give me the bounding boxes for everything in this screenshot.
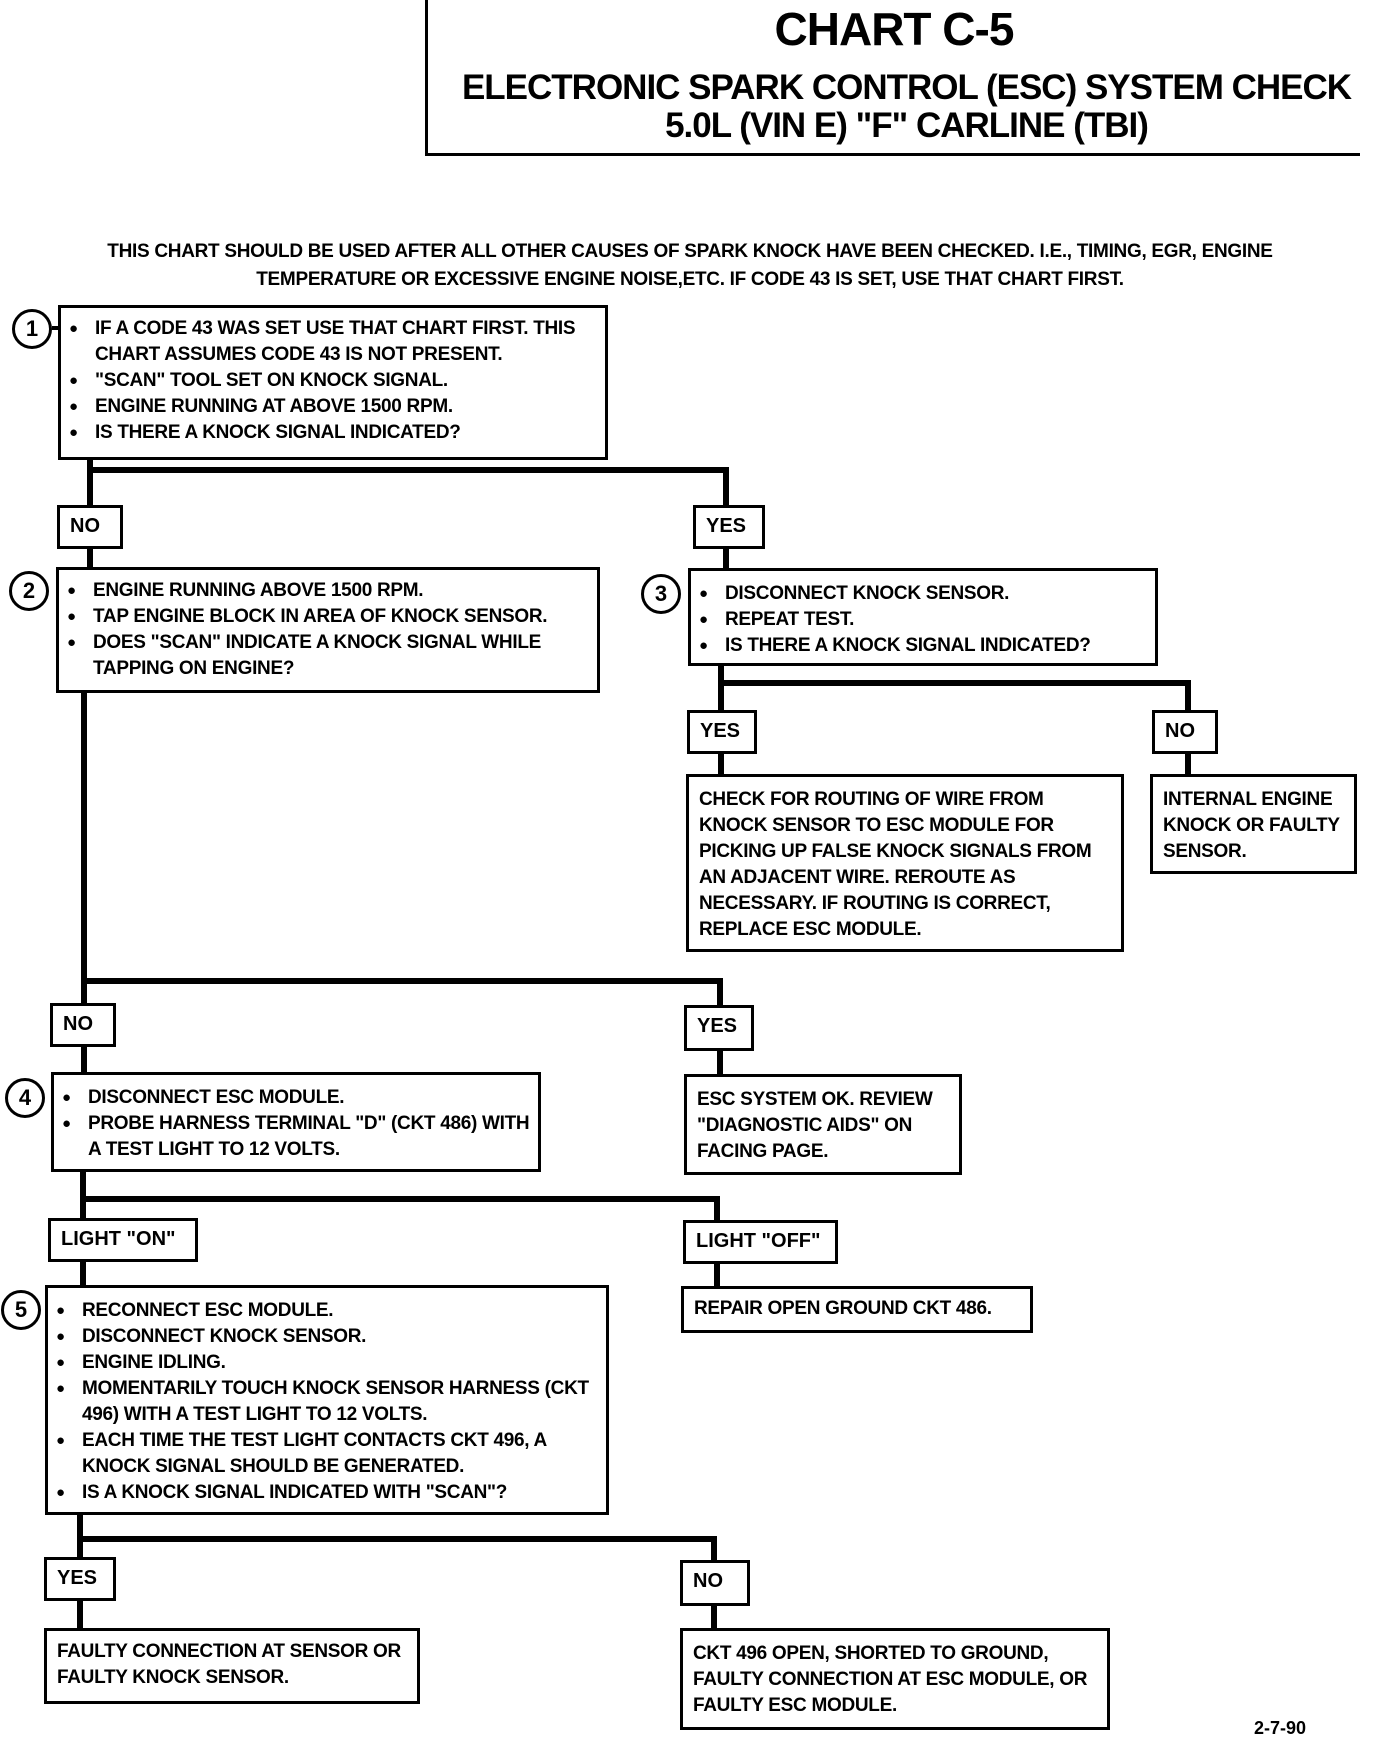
connector <box>717 978 723 1005</box>
step-5-item: ENGINE IDLING. <box>48 1350 606 1376</box>
step-5-item: IS A KNOCK SIGNAL INDICATED WITH "SCAN"? <box>48 1480 606 1506</box>
result-check-routing: CHECK FOR ROUTING OF WIRE FROM KNOCK SEN… <box>686 774 1124 952</box>
step-3-item: DISCONNECT KNOCK SENSOR. <box>691 581 1155 607</box>
step-4-box: DISCONNECT ESC MODULE. PROBE HARNESS TER… <box>51 1072 541 1172</box>
connector <box>711 1603 717 1629</box>
result-faulty-connection-sensor: FAULTY CONNECTION AT SENSOR OR FAULTY KN… <box>44 1628 420 1704</box>
step-2-item: ENGINE RUNNING ABOVE 1500 RPM. <box>59 578 597 604</box>
result-ckt496-open: CKT 496 OPEN, SHORTED TO GROUND, FAULTY … <box>680 1628 1110 1730</box>
branch-label-no: NO <box>50 1003 116 1047</box>
connector <box>80 1170 86 1218</box>
branch-label-no: NO <box>57 505 123 549</box>
connector <box>81 691 87 1003</box>
branch-label-yes: YES <box>687 710 757 754</box>
branch-label-yes: YES <box>684 1005 754 1051</box>
connector <box>711 1536 717 1560</box>
step-number-1: 1 <box>12 309 52 349</box>
connector <box>87 460 93 505</box>
chart-subtitle: ELECTRONIC SPARK CONTROL (ESC) SYSTEM CH… <box>461 68 1352 107</box>
step-3-box: DISCONNECT KNOCK SENSOR. REPEAT TEST. IS… <box>688 568 1158 666</box>
connector <box>81 978 723 984</box>
step-5-item: DISCONNECT KNOCK SENSOR. <box>48 1324 606 1350</box>
connector <box>87 547 93 569</box>
connector <box>77 1536 717 1542</box>
step-3-item: IS THERE A KNOCK SIGNAL INDICATED? <box>691 633 1155 659</box>
branch-label-light-off: LIGHT "OFF" <box>683 1220 838 1264</box>
result-esc-system-ok: ESC SYSTEM OK. REVIEW "DIAGNOSTIC AIDS" … <box>684 1074 962 1175</box>
branch-label-yes: YES <box>693 505 765 549</box>
step-1-item: IS THERE A KNOCK SIGNAL INDICATED? <box>61 420 605 446</box>
connector <box>87 467 729 473</box>
step-4-item: PROBE HARNESS TERMINAL "D" (CKT 486) WIT… <box>54 1111 538 1163</box>
branch-label-no: NO <box>1152 710 1218 754</box>
connector <box>52 326 60 330</box>
result-internal-knock: INTERNAL ENGINE KNOCK OR FAULTY SENSOR. <box>1150 774 1357 874</box>
connector <box>718 680 1191 686</box>
revision-date: 2-7-90 <box>1254 1718 1307 1738</box>
step-5-item: MOMENTARILY TOUCH KNOCK SENSOR HARNESS (… <box>48 1376 606 1428</box>
step-1-item: ENGINE RUNNING AT ABOVE 1500 RPM. <box>61 394 605 420</box>
connector <box>718 664 724 712</box>
step-3-item: REPEAT TEST. <box>691 607 1155 633</box>
step-5-item: EACH TIME THE TEST LIGHT CONTACTS CKT 49… <box>48 1428 606 1480</box>
branch-label-yes: YES <box>44 1557 116 1601</box>
step-1-item: "SCAN" TOOL SET ON KNOCK SIGNAL. <box>61 368 605 394</box>
connector <box>77 1511 83 1557</box>
step-4-item: DISCONNECT ESC MODULE. <box>54 1085 538 1111</box>
connector <box>81 1045 87 1074</box>
step-number-5: 5 <box>1 1290 41 1330</box>
connector <box>714 1262 720 1286</box>
connector <box>718 752 724 776</box>
step-1-item: IF A CODE 43 WAS SET USE THAT CHART FIRS… <box>61 316 605 368</box>
title-box: CHART C-5 ELECTRONIC SPARK CONTROL (ESC)… <box>425 0 1360 156</box>
connector <box>80 1260 86 1286</box>
step-1-box: IF A CODE 43 WAS SET USE THAT CHART FIRS… <box>58 305 608 460</box>
connector <box>77 1599 83 1629</box>
step-number-2: 2 <box>9 571 49 611</box>
branch-label-light-on: LIGHT "ON" <box>48 1218 198 1262</box>
connector <box>1185 680 1191 712</box>
step-number-4: 4 <box>5 1078 45 1118</box>
result-repair-open-ground: REPAIR OPEN GROUND CKT 486. <box>681 1286 1033 1333</box>
step-number-3: 3 <box>641 574 681 614</box>
step-5-box: RECONNECT ESC MODULE. DISCONNECT KNOCK S… <box>45 1285 609 1515</box>
branch-label-no: NO <box>680 1560 750 1606</box>
connector <box>723 467 729 505</box>
connector <box>80 1196 720 1202</box>
connector <box>714 1196 720 1220</box>
step-2-box: ENGINE RUNNING ABOVE 1500 RPM. TAP ENGIN… <box>56 567 600 693</box>
connector <box>717 1049 723 1074</box>
chart-title: CHART C-5 <box>774 3 1015 55</box>
step-5-item: RECONNECT ESC MODULE. <box>48 1298 606 1324</box>
connector <box>723 547 729 569</box>
connector <box>1185 752 1191 776</box>
chart-subtitle-engine: 5.0L (VIN E) "F" CARLINE (TBI) <box>665 106 1149 145</box>
intro-text: THIS CHART SHOULD BE USED AFTER ALL OTHE… <box>107 241 1273 290</box>
step-2-item: DOES "SCAN" INDICATE A KNOCK SIGNAL WHIL… <box>59 630 597 682</box>
step-2-item: TAP ENGINE BLOCK IN AREA OF KNOCK SENSOR… <box>59 604 597 630</box>
